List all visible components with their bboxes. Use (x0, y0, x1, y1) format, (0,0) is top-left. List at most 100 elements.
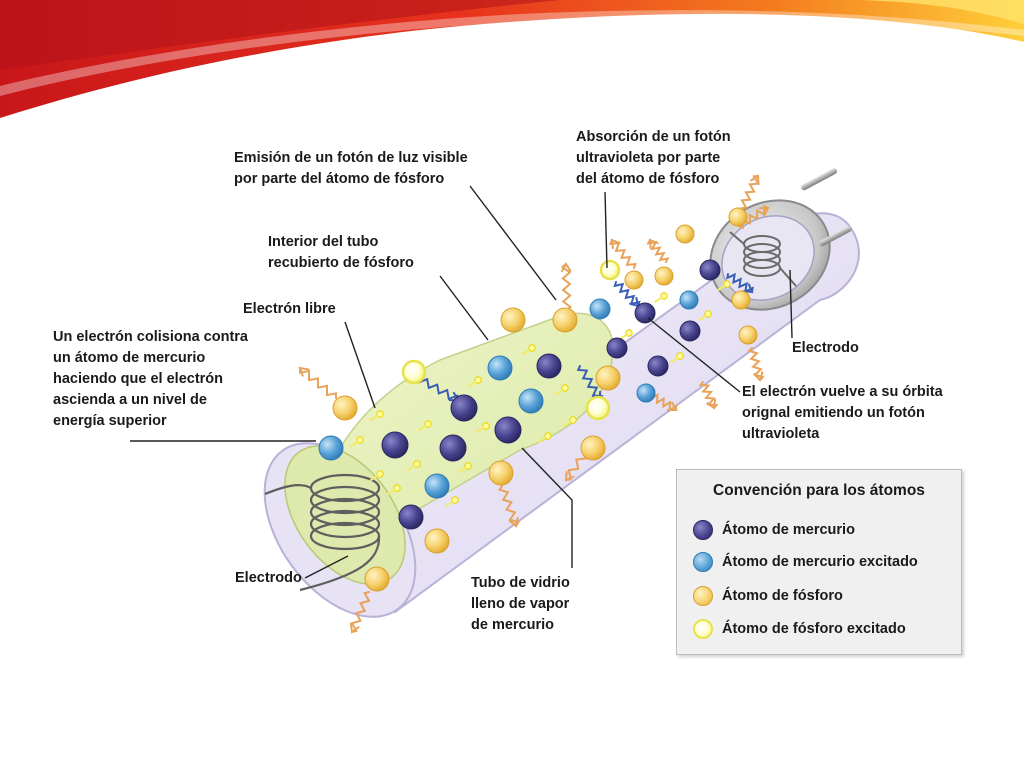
legend-item-label: Átomo de mercurio (722, 522, 855, 538)
visible-light-photon-head (561, 262, 572, 273)
excited-mercury-atom (589, 298, 611, 320)
phosphor-atom (728, 207, 748, 227)
electron-dot (376, 470, 384, 478)
legend-title: Convención para los átomos (713, 482, 925, 499)
leader-tubo (521, 447, 573, 568)
electron-trail (418, 425, 426, 431)
mercury-atom (699, 259, 721, 281)
free-electrons (350, 280, 731, 507)
excited-phosphor-atom (599, 259, 621, 281)
electron-dot (474, 376, 482, 384)
label-emision-line-2: por parte del átomo de fósforo (234, 171, 445, 187)
electron-trail (370, 475, 378, 481)
label-interior: Interior del tubo recubierto de fósforo (268, 232, 414, 274)
visible-light-photon-head (610, 238, 621, 250)
electron-dot (569, 416, 577, 424)
visible-light-photon-head (508, 517, 519, 528)
mercury-atom (679, 320, 701, 342)
visible-light-photon-head (706, 398, 717, 410)
electron-dot (376, 410, 384, 418)
mercury-atom (398, 504, 424, 530)
excited-mercury-atom (424, 473, 450, 499)
phosphor-atom (580, 435, 606, 461)
visible-light-photon-head (666, 401, 678, 411)
leader-vuelve (647, 317, 741, 393)
electron-dot (356, 436, 364, 444)
label-absorcion: Absorción de un fotón ultravioleta por p… (576, 127, 731, 190)
label-electrodo-right: Electrodo (792, 338, 859, 359)
electron-dot (723, 280, 731, 288)
label-colision-line-3: haciendo que el electrón (53, 371, 224, 387)
visible-light-photon (299, 367, 337, 399)
label-absorcion-line-3: del átomo de fósforo (576, 171, 720, 187)
electron-dot (660, 292, 668, 300)
mercury-atom (450, 394, 478, 422)
leader-electron-libre (344, 321, 376, 409)
legend-item-mercury: Átomo de mercurio (693, 518, 855, 542)
electron-dot (482, 422, 490, 430)
phosphor-atom (332, 395, 358, 421)
electron-trail (458, 467, 466, 473)
phosphor-atom (731, 290, 751, 310)
excited-mercury-atom (518, 388, 544, 414)
electron-trail (387, 489, 395, 495)
mercury-atom (494, 416, 522, 444)
electron-trail (445, 501, 453, 507)
visible-light-photon (350, 591, 371, 633)
electron-trail (522, 349, 530, 355)
header-banner (0, 0, 1024, 118)
visible-light-photon (740, 175, 760, 209)
excited-phosphor-atom (585, 395, 611, 421)
leader-electrodo-right (789, 269, 793, 339)
electron-trail (717, 285, 725, 291)
electron-dot (676, 352, 684, 360)
label-absorcion-line-2: ultravioleta por parte (576, 150, 721, 166)
electron-dot (424, 420, 432, 428)
mercury-atom (634, 302, 656, 324)
visible-light-photon (561, 263, 572, 311)
label-tubo-line-2: lleno de vapor (471, 596, 570, 612)
excited-mercury-atom (636, 383, 656, 403)
label-electron-libre: Electrón libre (243, 299, 336, 320)
label-electrodo-right-line-1: Electrodo (792, 340, 859, 356)
label-emision: Emisión de un fotón de luz visible por p… (234, 148, 468, 190)
label-vuelve-line-1: El electrón vuelve a su órbita (742, 384, 943, 400)
electron-dot (544, 432, 552, 440)
visible-light-photon (498, 485, 520, 527)
mercury-atom (536, 353, 562, 379)
visible-light-photon-head (758, 206, 770, 217)
legend-item-phosphor: Átomo de fósforo (693, 584, 843, 608)
legend-item-phosphor-excited: Átomo de fósforo excitado (693, 617, 906, 641)
visible-light-photon-head (298, 366, 310, 377)
electron-trail (670, 357, 678, 363)
electron-trail (563, 421, 571, 427)
visible-light-photon-head (349, 622, 360, 634)
phosphor-atom (624, 270, 644, 290)
electron-dot (451, 496, 459, 504)
label-electrodo-left: Electrodo (235, 568, 302, 589)
electron-dot (464, 462, 472, 470)
phosphor-atom (364, 566, 390, 592)
legend-item-label: Átomo de fósforo excitado (722, 621, 906, 637)
legend-item-mercury-excited: Átomo de mercurio excitado (693, 550, 918, 574)
electron-dot (704, 310, 712, 318)
atoms (318, 207, 758, 592)
electron-trail (555, 389, 563, 395)
excited-phosphor-atom-icon (693, 619, 713, 639)
phosphor-atom-icon (693, 586, 713, 606)
electron-trail (407, 465, 415, 471)
uv-photon (576, 365, 604, 401)
electron-dot (528, 344, 536, 352)
phosphor-atom (424, 528, 450, 554)
label-tubo: Tubo de vidrio lleno de vapor de mercuri… (471, 573, 570, 636)
visible-light-photon-head (564, 470, 575, 482)
label-absorcion-line-1: Absorción de un fotón (576, 129, 731, 145)
electron-dot (393, 484, 401, 492)
excited-mercury-atom-icon (693, 552, 713, 572)
label-emision-line-1: Emisión de un fotón de luz visible (234, 150, 468, 166)
excited-phosphor-atom (401, 359, 427, 385)
legend: Convención para los átomos Átomo de merc… (676, 469, 962, 655)
uv-photon (417, 377, 459, 401)
label-colision: Un electrón colisiona contra un átomo de… (53, 327, 248, 432)
